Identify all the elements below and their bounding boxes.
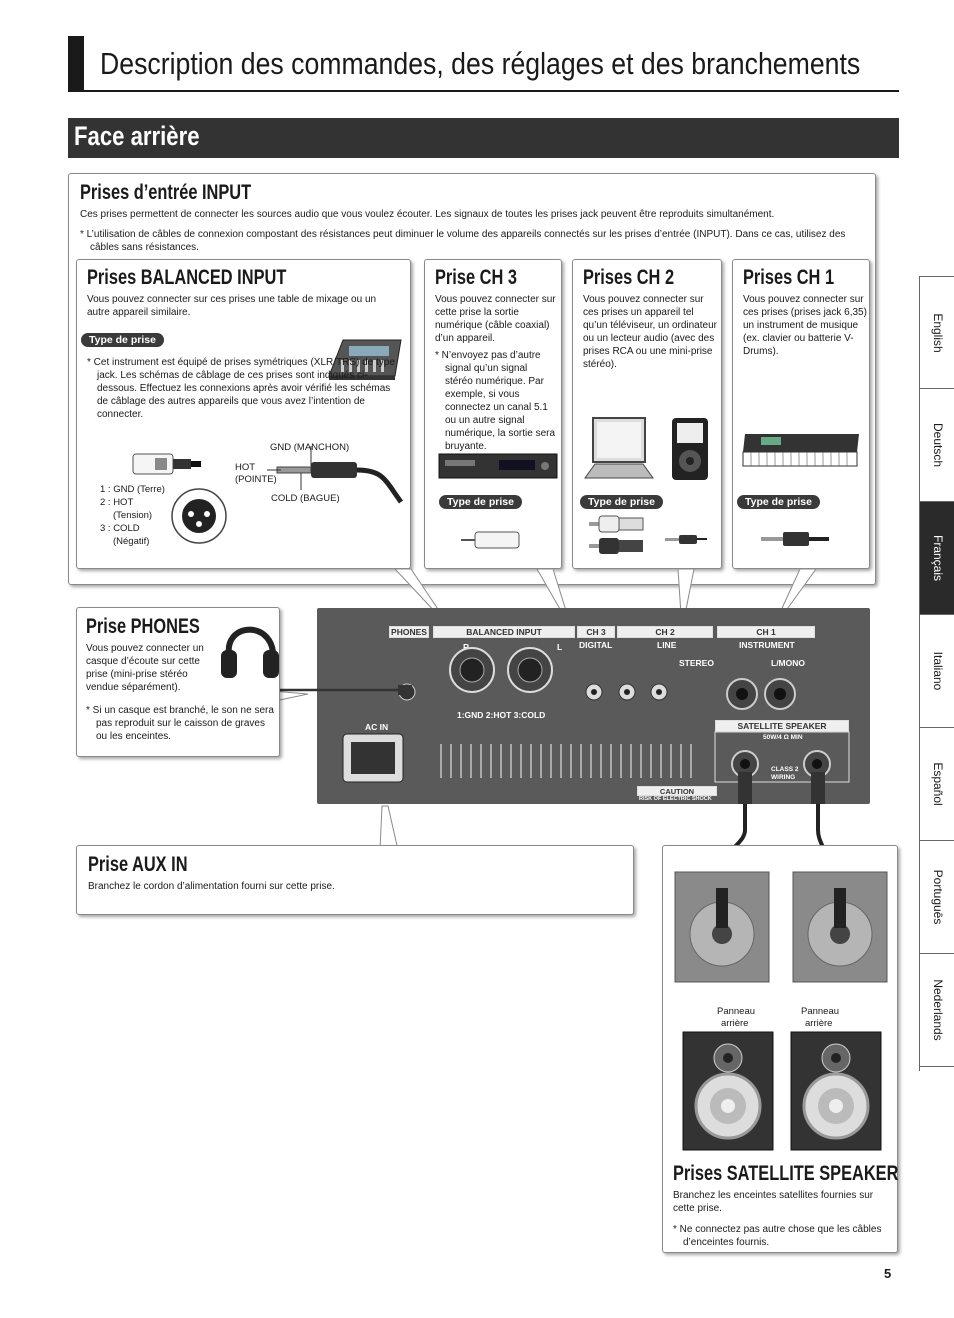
- rear-ch2-label: CH 2: [617, 626, 713, 638]
- headphones-icon: [221, 626, 279, 678]
- mixer-icon: [328, 339, 402, 380]
- rear-balanced-label: BALANCED INPUT: [433, 626, 575, 638]
- ch1-panel: Prises CH 1 Vous pouvez connecter sur ce…: [732, 259, 870, 569]
- rca-plug-icon: [589, 515, 644, 554]
- speaker-front-icons: [682, 1031, 882, 1151]
- ch1-desc: Vous pouvez connecter sur ces prises (pr…: [743, 294, 867, 357]
- pin2b-label: (Tension): [113, 510, 153, 521]
- rear-wiring-label: WIRING: [771, 774, 796, 781]
- xlr-socket-icon: [171, 488, 227, 544]
- ch2-plug-type: Type de prise: [580, 495, 663, 509]
- section-header: Face arrière: [68, 118, 899, 158]
- rear-lmono-label: L/MONO: [771, 658, 805, 668]
- rear-ch3-label: CH 3: [577, 626, 615, 638]
- label-cold-ring: COLD (BAGUE): [271, 493, 340, 504]
- pin1-label: 1 : GND (Terre): [100, 484, 165, 495]
- rear-caution-label: CAUTION: [637, 786, 717, 796]
- input-note: * L’utilisation de câbles de connexion c…: [80, 229, 846, 253]
- page-header: Description des commandes, des réglages …: [68, 36, 899, 92]
- rear-impedance-label: 50W/4 Ω MIN: [763, 734, 803, 741]
- section-title: Face arrière: [74, 121, 200, 151]
- speaker-rear-icons: [674, 871, 888, 983]
- pin2-label: 2 : HOT: [100, 497, 134, 508]
- ch1-title: Prises CH 1: [743, 266, 835, 289]
- tab-italiano[interactable]: Italiano: [920, 615, 954, 728]
- phones-title: Prise PHONES: [86, 615, 200, 638]
- rear-instrument-label: INSTRUMENT: [739, 640, 795, 650]
- rear-connectors: [342, 647, 850, 783]
- rear-panel-illustration: PHONES BALANCED INPUT CH 3 CH 2 CH 1 DIG…: [317, 608, 870, 804]
- auxin-title: Prise AUX IN: [88, 853, 188, 876]
- pin3-label: 3 : COLD: [100, 523, 140, 534]
- input-desc: Ces prises permettent de connecter les s…: [80, 209, 775, 220]
- ch1-plug-type: Type de prise: [737, 495, 820, 509]
- rear-panel-label-left-2: arrière: [721, 1018, 749, 1029]
- language-tabs: English Deutsch Français Italiano Españo…: [919, 276, 954, 1071]
- tab-portugues[interactable]: Português: [920, 841, 954, 954]
- rear-digital-label: DIGITAL: [579, 640, 613, 650]
- rear-ch1-label: CH 1: [717, 626, 815, 638]
- rear-stereo-label: STEREO: [679, 658, 714, 668]
- label-hot-tip-2: (POINTE): [235, 474, 277, 485]
- pin3b-label: (Négatif): [113, 536, 150, 547]
- rear-l-label: L: [557, 642, 563, 652]
- cd-player-icon: [438, 453, 558, 479]
- satellite-panel: Panneau arrière Panneau arrière Prises S…: [662, 845, 898, 1253]
- label-hot-tip-1: HOT: [235, 462, 256, 473]
- ch3-note: * N’envoyez pas d’autre signal qu’un sig…: [435, 350, 556, 452]
- label-gnd-sleeve: GND (MANCHON): [270, 442, 350, 453]
- laptop-icon: [584, 417, 654, 479]
- ch2-panel: Prises CH 2 Vous pouvez connecter sur ce…: [572, 259, 722, 569]
- page-number: 5: [884, 1266, 892, 1281]
- tab-deutsch[interactable]: Deutsch: [920, 389, 954, 502]
- rear-r-label: R: [463, 642, 470, 652]
- quarter-inch-plug-icon: [761, 532, 829, 546]
- ch3-title: Prise CH 3: [435, 266, 517, 289]
- satellite-title: Prises SATELLITE SPEAKER: [673, 1162, 899, 1185]
- balanced-plug-type: Type de prise: [81, 333, 164, 347]
- page-title: Description des commandes, des réglages …: [100, 46, 861, 81]
- phones-panel: Prise PHONES Vous pouvez connecter un ca…: [76, 607, 280, 757]
- ipod-icon: [672, 418, 708, 480]
- tab-english[interactable]: English: [920, 276, 954, 389]
- xlr-plug-icon: [132, 453, 201, 475]
- ch2-desc: Vous pouvez connecter sur ces prises un …: [583, 294, 717, 370]
- rear-line-label: LINE: [657, 640, 677, 650]
- tab-francais[interactable]: Français: [920, 502, 954, 615]
- rear-phones-label: PHONES: [389, 626, 429, 638]
- tab-espanol[interactable]: Español: [920, 728, 954, 841]
- phones-note: * Si un casque est branché, le son ne se…: [86, 705, 274, 742]
- rear-panel-label-left-1: Panneau: [717, 1006, 756, 1017]
- tab-nederlands[interactable]: Nederlands: [920, 954, 954, 1067]
- auxin-panel: Prise AUX IN Branchez le cordon d’alimen…: [76, 845, 634, 915]
- rear-risk-label: RISK OF ELECTRIC SHOCK: [639, 796, 712, 802]
- satellite-desc: Branchez les enceintes satellites fourni…: [673, 1190, 874, 1214]
- rear-pins-label: 1:GND 2:HOT 3:COLD: [457, 710, 546, 720]
- balanced-note: * Cet instrument est équipé de prises sy…: [87, 357, 395, 420]
- rear-panel-label-right-1: Panneau: [801, 1006, 840, 1017]
- coaxial-plug-icon: [461, 531, 520, 549]
- ch3-desc: Vous pouvez connecter sur cette prise la…: [435, 294, 556, 344]
- phones-desc: Vous pouvez connecter un casque d’écoute…: [86, 643, 204, 693]
- ch3-plug-type: Type de prise: [439, 495, 522, 509]
- balanced-title: Prises BALANCED INPUT: [87, 266, 287, 289]
- balanced-desc: Vous pouvez connecter sur ces prises une…: [87, 294, 377, 318]
- rear-acin-label: AC IN: [365, 722, 389, 732]
- balanced-input-panel: Prises BALANCED INPUT Vous pouvez connec…: [76, 259, 411, 569]
- header-block: [68, 36, 84, 90]
- input-title: Prises d’entrée INPUT: [80, 181, 252, 204]
- trs-jack-icon: [267, 446, 404, 504]
- ch2-title: Prises CH 2: [583, 266, 675, 289]
- satellite-note: * Ne connectez pas autre chose que les c…: [673, 1224, 882, 1248]
- rear-class2-label: CLASS 2: [771, 766, 799, 773]
- rear-panel-label-right-2: arrière: [805, 1018, 833, 1029]
- keyboard-icon: [742, 434, 859, 467]
- auxin-desc: Branchez le cordon d’alimentation fourni…: [88, 881, 335, 892]
- mini-plug-icon: [665, 535, 707, 544]
- ch3-panel: Prise CH 3 Vous pouvez connecter sur cet…: [424, 259, 562, 569]
